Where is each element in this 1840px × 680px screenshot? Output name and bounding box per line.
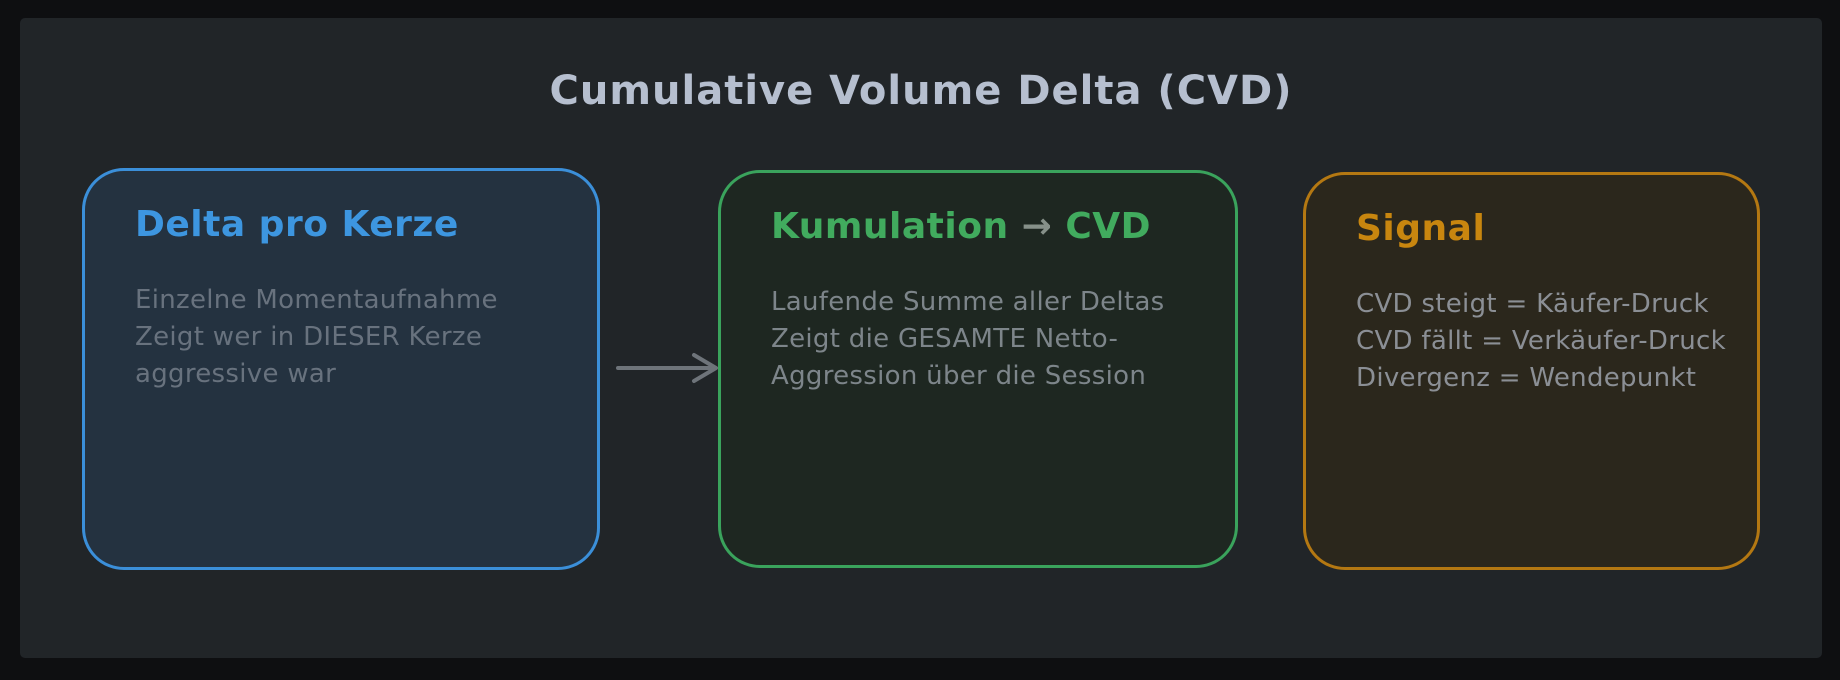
box-kumulation-header-prefix: Kumulation xyxy=(771,206,1009,247)
box-signal: Signal CVD steigt = Käufer-Druck CVD fäl… xyxy=(1303,172,1760,570)
flow-arrow-strokes xyxy=(616,353,718,383)
box-delta-header: Delta pro Kerze xyxy=(135,204,459,245)
right-arrow-glyph-icon: → xyxy=(1021,206,1053,247)
diagram-title: Cumulative Volume Delta (CVD) xyxy=(549,68,1293,114)
box-delta-body: Einzelne Momentaufnahme Zeigt wer in DIE… xyxy=(135,285,498,389)
flow-arrow-icon xyxy=(616,353,718,383)
box-kumulation-header-suffix: CVD xyxy=(1065,206,1152,247)
box-signal-header: Signal xyxy=(1356,208,1486,249)
box-kumulation-body: Laufende Summe aller Deltas Zeigt die GE… xyxy=(771,287,1165,391)
box-kumulation-header: Kumulation → CVD xyxy=(771,205,1211,248)
box-delta-pro-kerze: Delta pro Kerze Einzelne Momentaufnahme … xyxy=(82,168,600,570)
box-signal-body: CVD steigt = Käufer-Druck CVD fällt = Ve… xyxy=(1356,289,1726,393)
diagram-canvas: Cumulative Volume Delta (CVD) Delta pro … xyxy=(20,18,1822,658)
box-kumulation-cvd: Kumulation → CVD Laufende Summe aller De… xyxy=(718,170,1238,568)
